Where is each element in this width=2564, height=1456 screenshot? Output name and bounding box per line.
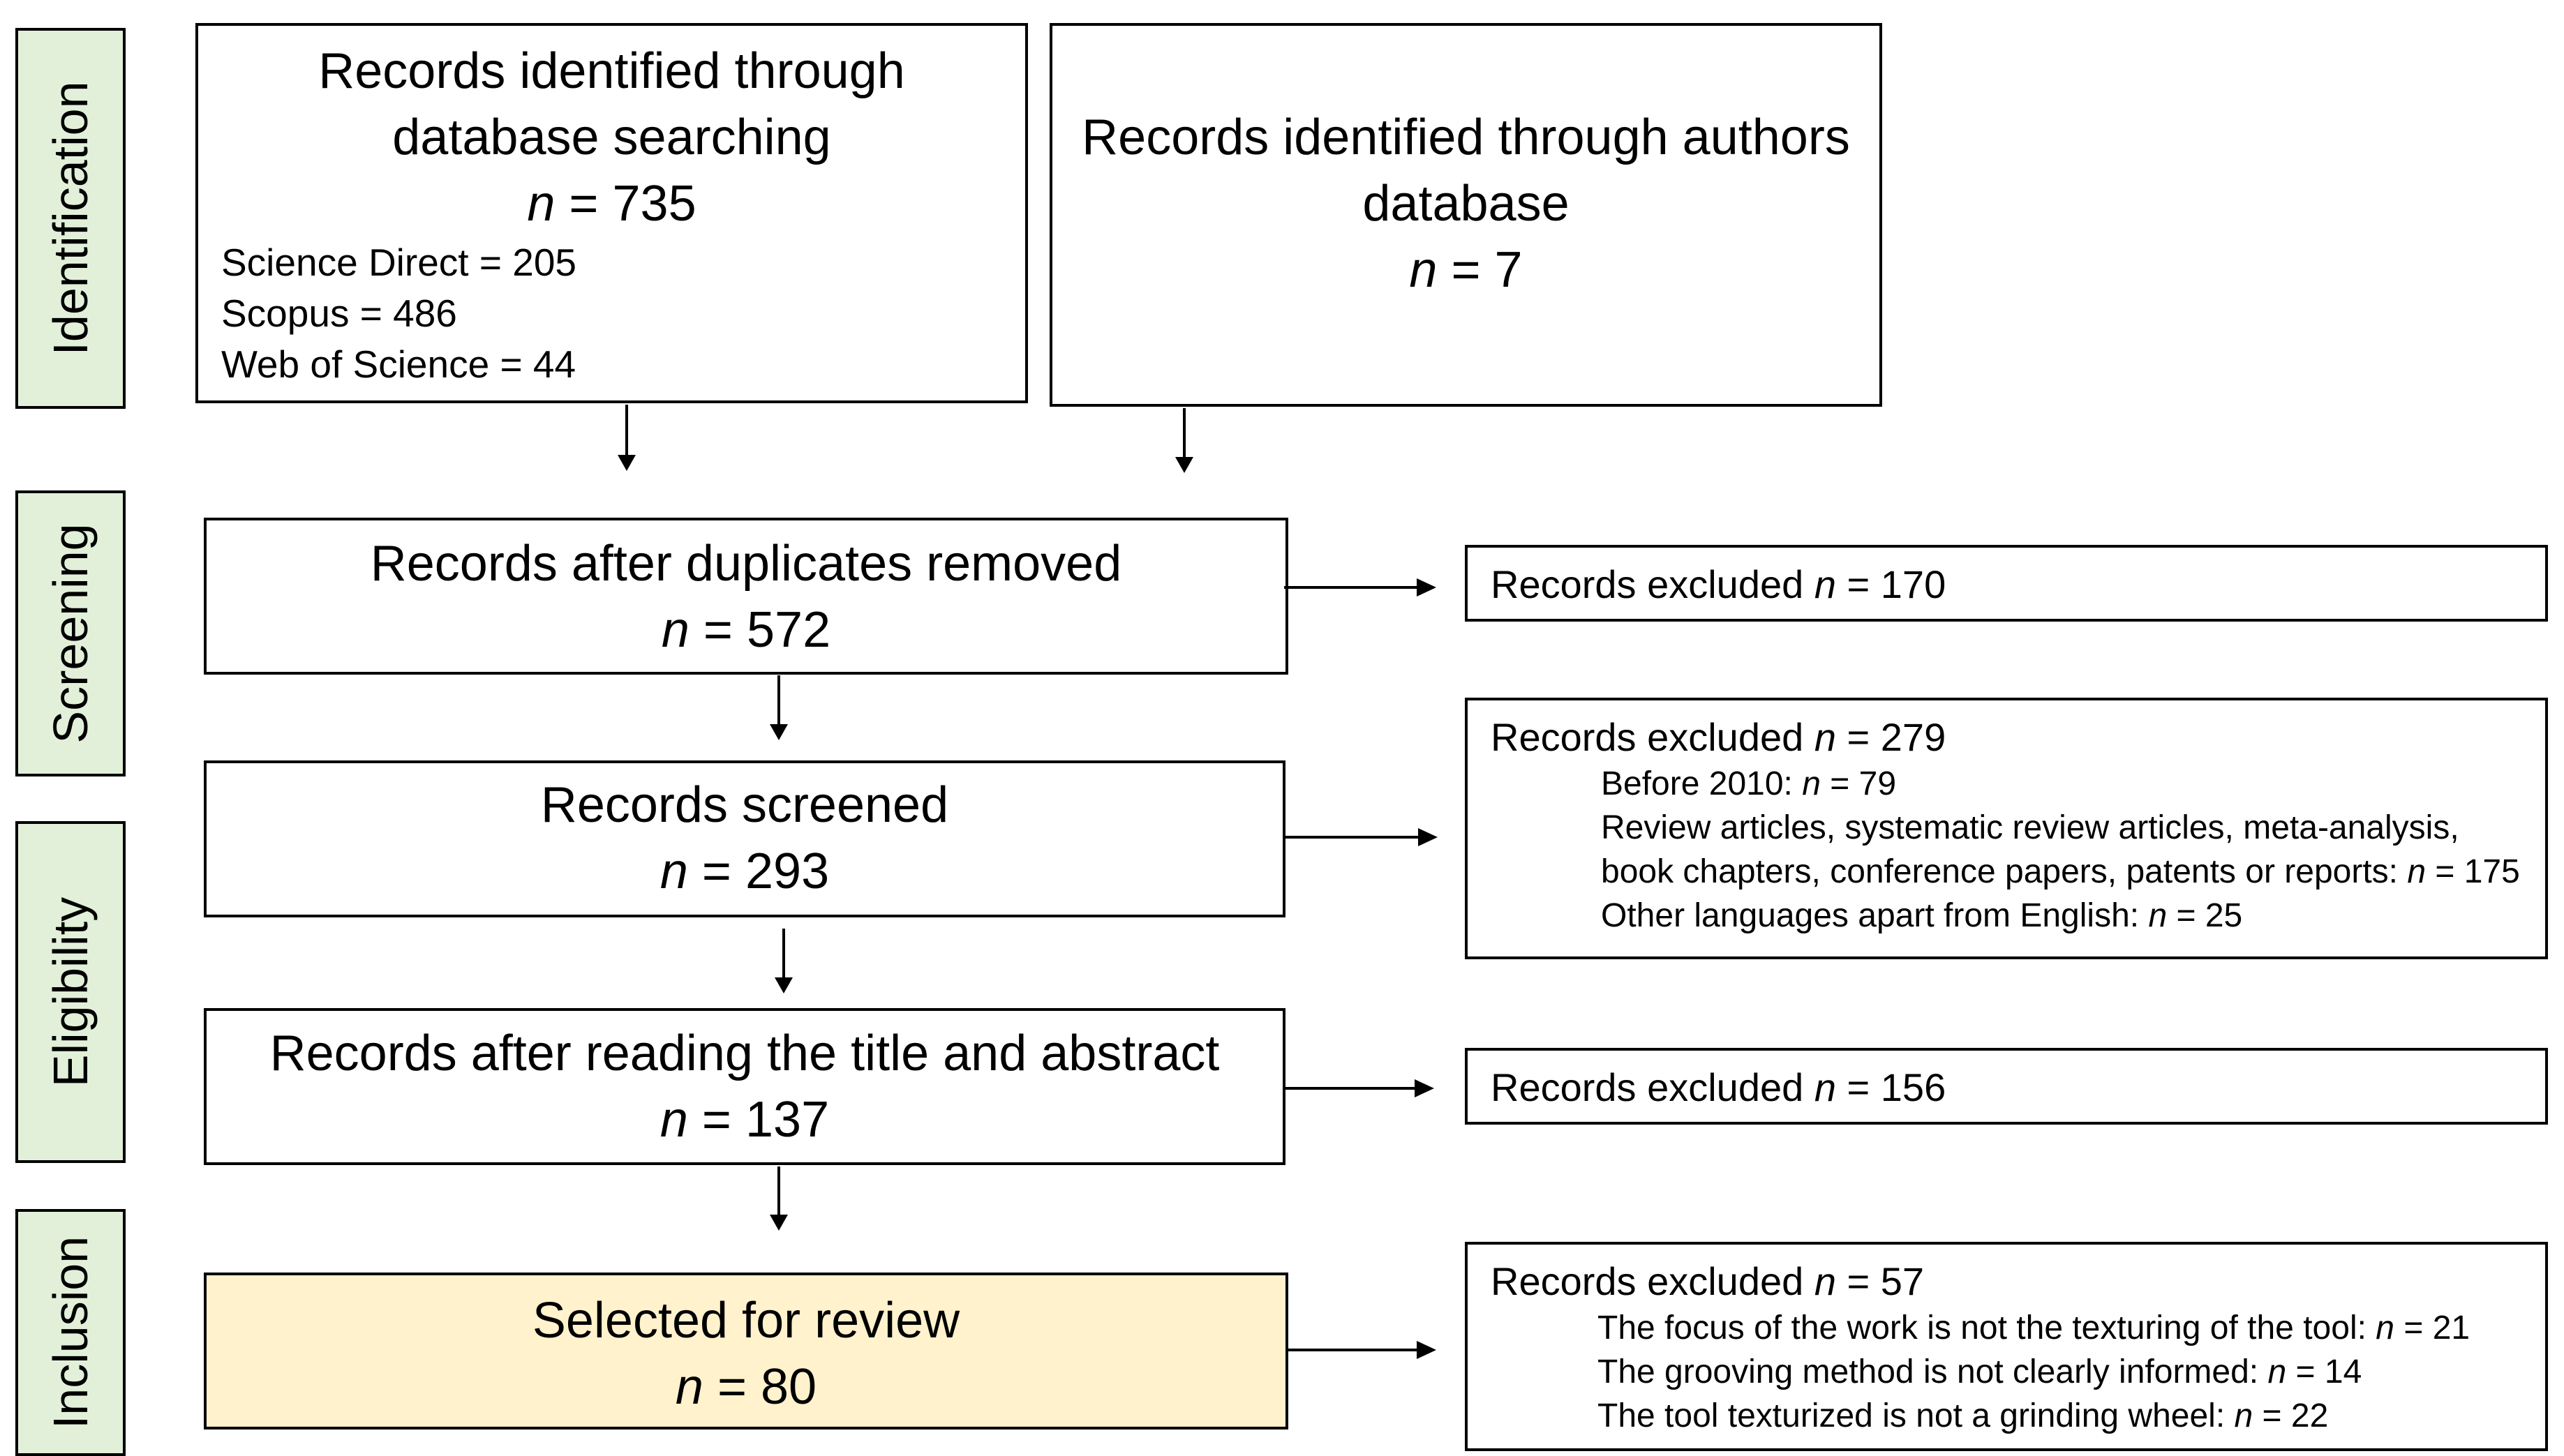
- db-search-box: Records identified through database sear…: [195, 23, 1028, 403]
- arrowhead-duplicates: [770, 724, 788, 740]
- db-search-title-2: database searching: [392, 110, 831, 165]
- source-web-of-science: Web of Science = 44: [221, 343, 576, 386]
- after-duplicates-box: Records after duplicates removed n = 572: [204, 518, 1288, 675]
- excluded-2-item-4: Other languages apart from English: n = …: [1601, 897, 2243, 934]
- arrowhead-reading: [770, 1215, 788, 1231]
- stage-label-screening: Screening: [15, 490, 126, 776]
- selected-box: Selected for review n = 80: [204, 1273, 1288, 1429]
- db-search-count: n = 735: [527, 176, 696, 232]
- excluded-box-2: Records excluded n = 279 Before 2010: n …: [1465, 698, 2548, 959]
- arrowhead-excl-4: [1417, 1341, 1436, 1359]
- after-reading-box: Records after reading the title and abst…: [204, 1008, 1285, 1165]
- source-scopus: Scopus = 486: [221, 292, 457, 335]
- excluded-4-head: Records excluded n = 57: [1491, 1259, 1925, 1303]
- arrowhead-excl-2: [1418, 828, 1438, 846]
- arrowhead-excl-3: [1415, 1079, 1434, 1097]
- after-reading-count: n = 137: [659, 1092, 830, 1148]
- stage-label-inclusion: Inclusion: [15, 1209, 126, 1456]
- excluded-4-item-2: The grooving method is not clearly infor…: [1597, 1353, 2362, 1390]
- stage-label-identification: Identification: [15, 28, 126, 409]
- arrowhead-db: [618, 455, 636, 471]
- after-reading-title: Records after reading the title and abst…: [269, 1026, 1220, 1081]
- arrowhead-authors: [1175, 457, 1193, 473]
- db-search-title-1: Records identified through: [318, 43, 905, 99]
- excluded-2-item-3: book chapters, conference papers, patent…: [1601, 853, 2520, 890]
- selected-count: n = 80: [675, 1359, 817, 1415]
- after-duplicates-count: n = 572: [661, 602, 831, 658]
- authors-db-count: n = 7: [1409, 242, 1523, 298]
- stage-label-eligibility: Eligibility: [15, 821, 126, 1163]
- screened-box: Records screened n = 293: [204, 760, 1285, 917]
- authors-db-title-1: Records identified through authors: [1082, 110, 1850, 165]
- after-duplicates-title: Records after duplicates removed: [370, 536, 1122, 592]
- excluded-box-4: Records excluded n = 57 The focus of the…: [1465, 1242, 2548, 1451]
- excluded-1-text: Records excluded n = 170: [1491, 562, 1946, 606]
- excluded-2-item-2: Review articles, systematic review artic…: [1601, 809, 2459, 846]
- screened-count: n = 293: [659, 843, 830, 899]
- arrowhead-excl-1: [1417, 578, 1436, 596]
- excluded-4-item-3: The tool texturized is not a grinding wh…: [1597, 1397, 2329, 1434]
- excluded-box-1: Records excluded n = 170: [1465, 545, 2548, 622]
- arrowhead-screened: [775, 977, 793, 993]
- selected-title: Selected for review: [532, 1293, 960, 1349]
- source-science-direct: Science Direct = 205: [221, 241, 577, 284]
- excluded-3-text: Records excluded n = 156: [1491, 1065, 1946, 1109]
- excluded-box-3: Records excluded n = 156: [1465, 1048, 2548, 1125]
- excluded-2-head: Records excluded n = 279: [1491, 715, 1946, 759]
- authors-db-title-2: database: [1362, 176, 1570, 232]
- excluded-4-item-1: The focus of the work is not the texturi…: [1597, 1309, 2470, 1346]
- authors-db-box: Records identified through authors datab…: [1050, 23, 1882, 407]
- screened-title: Records screened: [540, 777, 949, 833]
- excluded-2-item-1: Before 2010: n = 79: [1601, 765, 1897, 802]
